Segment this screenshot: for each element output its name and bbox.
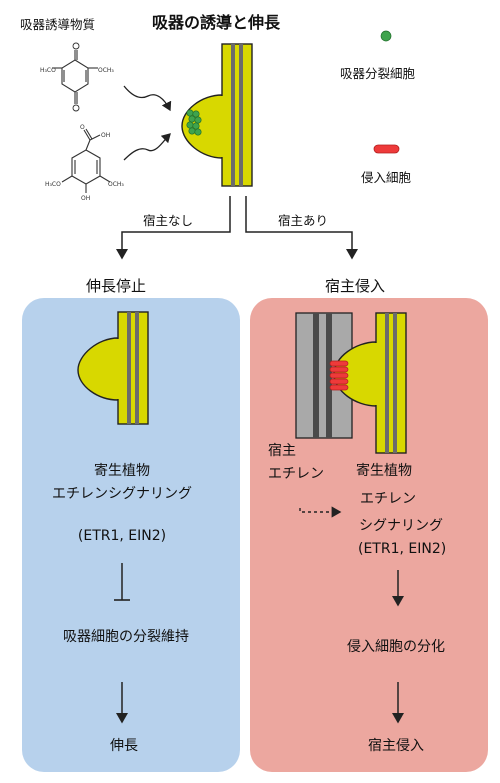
right-plant-line4: (ETR1, EIN2) <box>358 541 447 557</box>
legend-intrusive-label: 侵入細胞 <box>361 170 412 185</box>
mol2-right-group: OCH₃ <box>108 181 124 188</box>
wavy-arrow-top <box>123 85 172 112</box>
branch-with-host-label: 宿主あり <box>278 213 329 228</box>
intrusive-cells <box>329 360 349 391</box>
mol1-oxygen-top <box>72 42 80 50</box>
right-plant-line1: 寄生植物 <box>356 463 412 479</box>
mol2-left-group: H₃CO <box>45 181 61 188</box>
legend-dividing-label: 吸器分裂細胞 <box>340 66 416 81</box>
dividing-cells <box>186 109 202 136</box>
mol2-acid-oxygen: O <box>80 124 85 131</box>
page-title: 吸器の誘導と伸長 <box>152 13 281 32</box>
right-plant-line3: シグナリング <box>359 518 443 534</box>
legend-dividing-cell-icon <box>380 30 392 42</box>
left-result-label: 伸長 <box>110 738 138 754</box>
left-maintain-label: 吸器細胞の分裂維持 <box>63 629 189 645</box>
legend-intrusive-cell-icon <box>373 144 400 154</box>
left-title: 伸長停止 <box>86 277 147 295</box>
mol1-oxygen-bottom <box>72 104 80 112</box>
molecule-quinone <box>52 50 98 104</box>
mol1-left-group: H₃CO <box>40 67 56 74</box>
molecule-syringic-acid <box>61 128 111 193</box>
left-plant-line1: 寄生植物 <box>94 463 150 479</box>
mol2-bottom-group: OH <box>81 195 90 202</box>
host-ethylene-dotted-arrow <box>299 506 342 518</box>
host-line1: 宿主 <box>268 443 296 459</box>
right-title: 宿主侵入 <box>325 277 386 295</box>
branch-arrows <box>116 196 358 260</box>
left-root <box>77 311 149 425</box>
branch-no-host-label: 宿主なし <box>143 213 194 228</box>
inducer-label: 吸器誘導物質 <box>20 17 96 32</box>
left-plant-line3: (ETR1, EIN2) <box>77 528 167 544</box>
right-plant-line2: エチレン <box>360 491 416 507</box>
left-plant-line2: エチレンシグナリング <box>52 486 192 502</box>
mol1-right-group: OCH₃ <box>98 67 114 74</box>
host-line2: エチレン <box>268 466 324 482</box>
mol2-acid-hydroxyl: OH <box>101 132 110 139</box>
right-result-label: 宿主侵入 <box>368 738 424 754</box>
right-differentiation-label: 侵入細胞の分化 <box>347 639 445 655</box>
wavy-arrow-bottom <box>123 133 171 161</box>
